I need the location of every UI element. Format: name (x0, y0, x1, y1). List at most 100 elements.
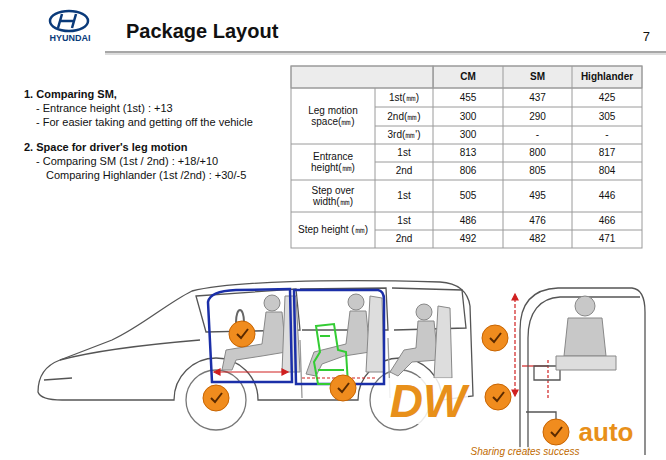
table-cell: 455 (435, 89, 501, 106)
dimension-lines (282, 369, 288, 375)
text: 800 (529, 147, 546, 159)
text: 3rd(㎜') (387, 129, 420, 141)
text: 476 (529, 215, 546, 227)
table-cell: Step height (㎜) (293, 213, 373, 247)
check-marker (211, 393, 222, 402)
text: 466 (599, 215, 616, 227)
occupant-figures (222, 312, 286, 370)
slide-title: Package Layout (126, 18, 426, 44)
text: Sharing creates success (469, 447, 582, 457)
text: 505 (460, 190, 477, 202)
table-grid (433, 66, 434, 248)
hyundai-logo (50, 11, 88, 31)
check-marker (229, 321, 255, 347)
table-cell: 437 (505, 89, 570, 106)
check-marker (490, 333, 501, 342)
table-cell: 305 (574, 108, 640, 125)
text: 2nd (396, 233, 413, 245)
check-marker (551, 427, 562, 436)
car-side-view (186, 370, 246, 430)
brand-logo-text: HYUNDAI (34, 32, 106, 44)
check-marker (203, 385, 229, 411)
table-cell: 492 (435, 231, 501, 247)
rear-occupant (556, 356, 616, 370)
check-marker (203, 321, 569, 445)
dimension-lines (512, 390, 518, 396)
table-grid (375, 162, 642, 163)
text: 806 (460, 165, 477, 177)
text: CM (460, 71, 476, 83)
note-text: - Entrance height (1st) : +13 (36, 101, 286, 115)
table-cell: Leg motion space(㎜) (293, 89, 373, 143)
table-cell: SM (505, 67, 570, 87)
table-cell: 505 (435, 181, 501, 211)
text: Step over width(㎜) (293, 185, 373, 208)
text: 437 (529, 92, 546, 104)
text: 804 (599, 165, 616, 177)
note-heading: 2. Space for driver's leg motion (24, 140, 284, 154)
page-number: 7 (610, 28, 650, 46)
check-marker (237, 329, 248, 338)
rear-occupant (556, 296, 616, 370)
check-marker (543, 419, 569, 445)
text: 471 (599, 233, 616, 245)
table-cell: 486 (435, 213, 501, 229)
text: 425 (599, 92, 616, 104)
table-cell: 1st (377, 145, 431, 161)
occupant-figures (348, 294, 364, 310)
table-cell: 804 (574, 163, 640, 179)
table-cell: 495 (505, 181, 570, 211)
table-cell: 2nd (377, 163, 431, 179)
table-cell: - (574, 127, 640, 143)
note-text: - Comparing SM (1st / 2nd) : +18/+10 (36, 154, 286, 168)
occupant-figures (264, 295, 280, 311)
text: 805 (529, 165, 546, 177)
table-cell: 805 (505, 163, 570, 179)
check-marker (203, 385, 229, 411)
check-marker (485, 384, 511, 410)
check-marker (330, 375, 356, 401)
car-rear-view (520, 288, 645, 455)
table-cell: 2nd (377, 231, 431, 247)
rear-occupant (575, 296, 595, 316)
check-marker (330, 375, 356, 401)
table-grid (291, 66, 433, 88)
table-cell: 813 (435, 145, 501, 161)
check-marker (338, 383, 349, 392)
occupant-figures (366, 296, 384, 372)
car-side-view (38, 281, 473, 430)
table-cell: 471 (574, 231, 640, 247)
text: 486 (460, 215, 477, 227)
text: 495 (529, 190, 546, 202)
text: 2nd(㎜) (387, 111, 420, 123)
note-text: Comparing Highlander (1st /2nd) : +30/-5 (46, 168, 286, 182)
text: 305 (599, 111, 616, 123)
hyundai-logo (58, 14, 76, 28)
occupant-figures (416, 304, 432, 320)
second-row-seat (318, 336, 344, 370)
car-side-view (60, 340, 200, 360)
text: 817 (599, 147, 616, 159)
text: 455 (460, 92, 477, 104)
text: 1. Comparing SM, (24, 88, 117, 101)
table-grid (291, 88, 642, 89)
rear-occupant (564, 318, 606, 356)
text: 2. Space for driver's leg motion (24, 141, 187, 154)
text: 300 (460, 111, 477, 123)
table-cell: 482 (505, 231, 570, 247)
table-cell: CM (435, 67, 501, 87)
table-grid (375, 107, 642, 108)
occupant-figures (222, 294, 452, 378)
table-cell: 466 (574, 213, 640, 229)
text: - For easier taking and getting off the … (36, 116, 253, 129)
text: 1st(㎜) (389, 92, 419, 104)
dimension-lines (512, 294, 518, 300)
text: SM (530, 71, 545, 83)
car-side-view (44, 378, 72, 380)
text: DW (388, 378, 469, 424)
text: auto (577, 419, 636, 445)
table-cell: 1st (377, 213, 431, 229)
header-rule (105, 51, 666, 53)
note-heading: 1. Comparing SM, (24, 87, 284, 101)
table-grid (291, 66, 642, 248)
